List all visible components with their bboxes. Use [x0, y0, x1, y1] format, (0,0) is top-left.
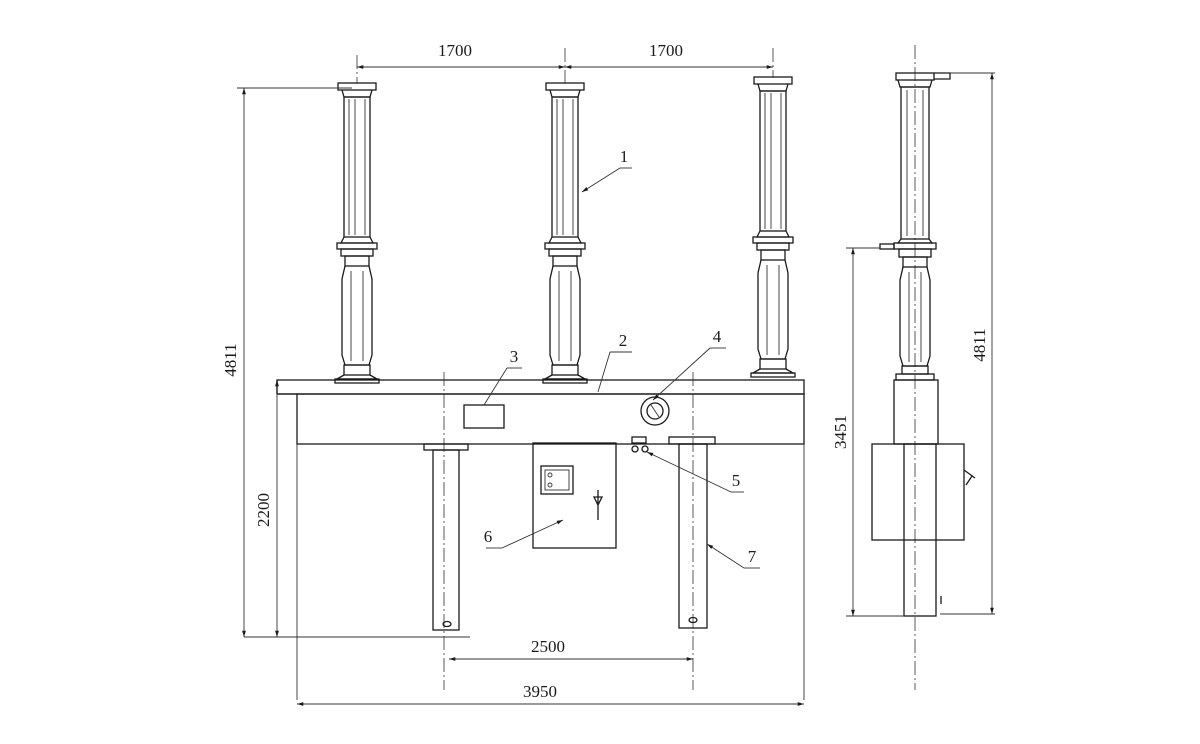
- dimension-lines: [237, 65, 995, 706]
- dim-1700-right: 1700: [649, 41, 683, 60]
- dim-3451: 3451: [831, 415, 850, 449]
- earthing-terminal: [631, 436, 649, 453]
- dim-2500: 2500: [531, 637, 565, 656]
- insulator-right: [750, 76, 796, 378]
- dim-1700-left: 1700: [438, 41, 472, 60]
- support-leg-left: [423, 443, 469, 631]
- mechanism-cabinet: [532, 442, 617, 549]
- dim-4811-side: 4811: [970, 328, 989, 361]
- callout-7: 7: [748, 547, 757, 566]
- callout-4: 4: [713, 327, 722, 346]
- callout-5: 5: [732, 471, 741, 490]
- support-leg-right: [668, 436, 716, 629]
- side-view: [871, 45, 976, 690]
- insulator-center: [542, 82, 588, 384]
- callout-2: 2: [619, 331, 628, 350]
- callout-leaders: [483, 167, 760, 569]
- nameplate: [463, 404, 505, 429]
- frame-beam: [276, 379, 805, 700]
- dim-2200: 2200: [254, 493, 273, 527]
- callout-1: 1: [620, 147, 629, 166]
- counter-gauge: [640, 396, 670, 426]
- callout-6: 6: [484, 527, 493, 546]
- insulator-left: [334, 82, 380, 384]
- dim-4811-front: 4811: [221, 343, 240, 376]
- dim-3950: 3950: [523, 682, 557, 701]
- front-view: [244, 48, 805, 700]
- callout-3: 3: [510, 347, 519, 366]
